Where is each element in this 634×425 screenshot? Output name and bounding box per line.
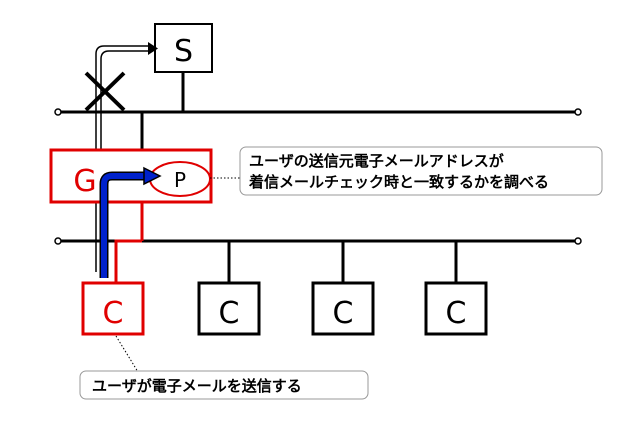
process-label: P <box>174 168 186 192</box>
blocked-direct-path <box>84 42 158 272</box>
client-node: C <box>311 241 375 336</box>
bus-endpoint-right <box>574 108 582 116</box>
client-label: C <box>446 296 467 331</box>
server-node: S <box>154 23 213 112</box>
blocked-cross-icon <box>84 71 126 112</box>
callout-leader <box>115 335 139 373</box>
client-callout: ユーザが電子メールを送信する <box>79 335 369 400</box>
client-label: C <box>333 296 354 331</box>
mail-flow-path <box>99 166 162 278</box>
client-label: C <box>103 296 124 331</box>
flow-arrow-icon <box>143 166 162 186</box>
client-node: C <box>424 241 488 336</box>
bus-endpoint-left <box>54 237 62 245</box>
callout-line-1: ユーザの送信元電子メールアドレスが <box>249 152 505 170</box>
bus-endpoint-left <box>54 108 62 116</box>
client-node-sender: C <box>81 281 145 336</box>
process-node: P <box>149 161 211 197</box>
gateway-label: G <box>73 164 96 199</box>
client-label: C <box>219 296 240 331</box>
bus-endpoint-right <box>574 237 582 245</box>
client-node: C <box>197 241 261 336</box>
server-label: S <box>174 34 193 69</box>
arrow-to-server-icon <box>148 42 158 55</box>
callout-text: ユーザが電子メールを送信する <box>92 377 302 395</box>
upper-network-bus <box>54 108 582 116</box>
callout-line-2: 着信メールチェック時と一致するかを調べる <box>248 173 549 191</box>
client-red-link <box>114 239 142 283</box>
lower-network-bus <box>54 237 582 245</box>
process-callout: ユーザの送信元電子メールアドレスが 着信メールチェック時と一致するかを調べる <box>210 146 603 196</box>
